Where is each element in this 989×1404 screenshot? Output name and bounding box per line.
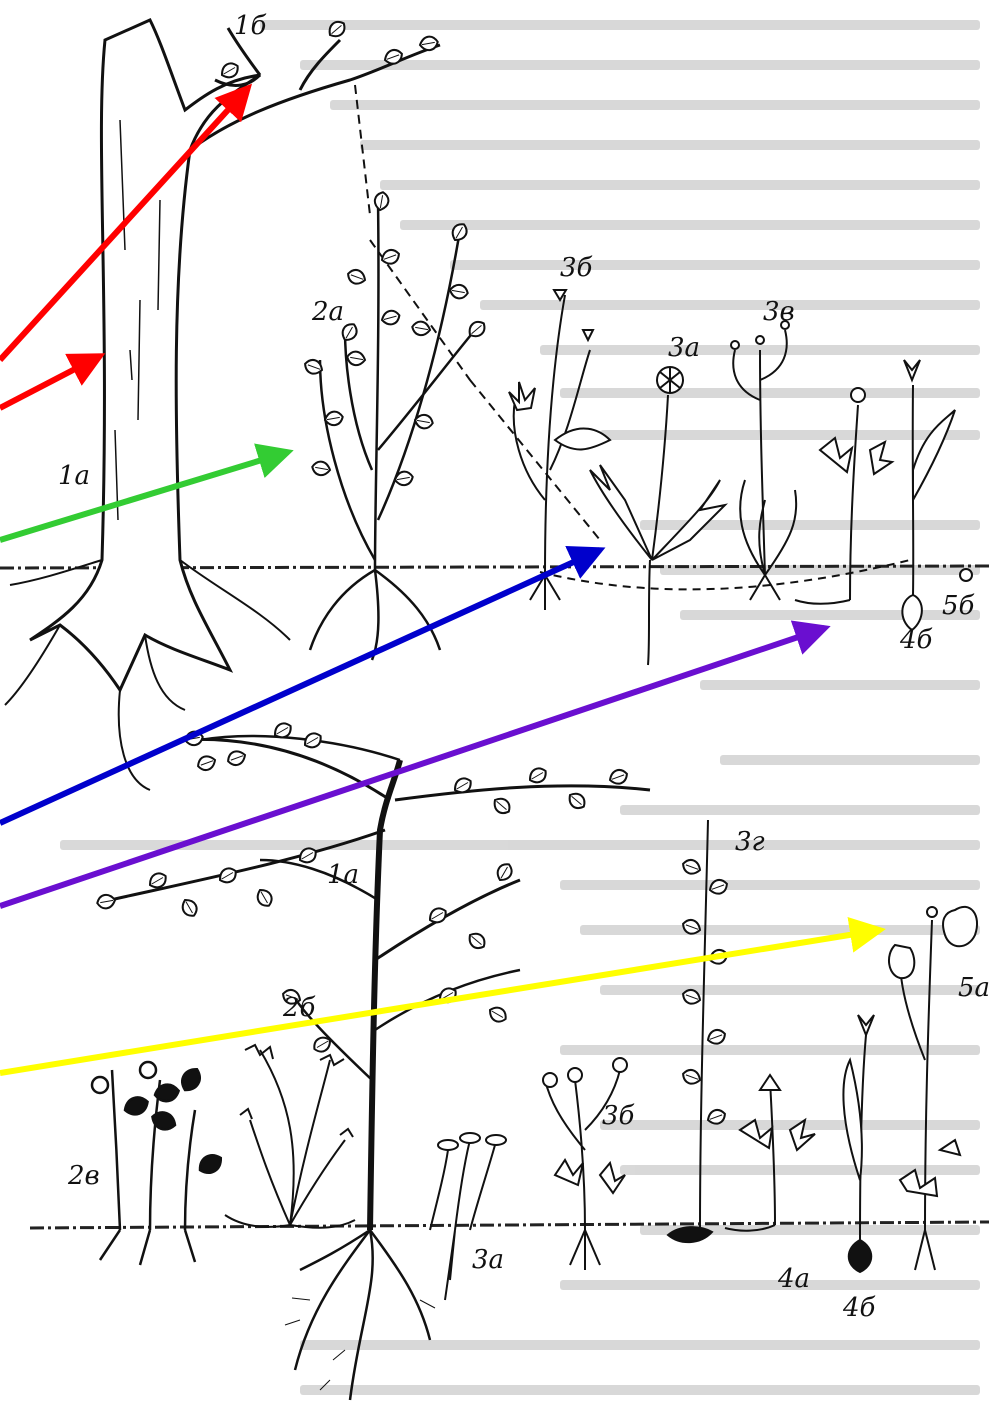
herb-5b-bulb-top: [902, 360, 972, 630]
label-2a-top: 2а: [311, 297, 344, 327]
label-4b-bottom: 4б: [842, 1293, 876, 1323]
herb-3a-dandelion-top: [590, 367, 725, 665]
shrub-2v: [92, 1062, 225, 1265]
label-4b-top: 4б: [899, 625, 933, 655]
label-2b-bottom: 2б: [282, 993, 316, 1023]
tree-crown-1b: [190, 18, 440, 150]
label-3b-bottom: 3б: [602, 1101, 635, 1131]
shrub-2b: [225, 1045, 355, 1228]
tree-1a: [5, 20, 290, 790]
background-text-ghost: [60, 20, 980, 1395]
herb-3b-top: [509, 290, 610, 610]
herb-5a-poppy: [889, 907, 977, 1270]
herb-3b-bottom: [543, 1058, 627, 1270]
label-1a-top: 1а: [58, 461, 90, 491]
label-3a-bottom: 3а: [472, 1245, 504, 1275]
label-1a-bottom: 1а: [327, 860, 359, 890]
red-arrow-to-1a: [0, 356, 100, 408]
label-5a-bottom: 5а: [958, 973, 989, 1003]
label-3b-top: 3б: [560, 253, 593, 283]
tree-1a-bottom: [96, 720, 650, 1400]
label-3v-top: 3в: [763, 297, 795, 327]
label-3g-bottom: 3г: [735, 827, 765, 857]
label-1b-top: 1б: [234, 11, 267, 41]
label-3a-top: 3а: [668, 333, 700, 363]
herb-4a-bottom: [725, 1075, 815, 1231]
label-2v-bottom: 2в: [67, 1161, 100, 1191]
label-4a-bottom: 4а: [777, 1264, 810, 1294]
label-5b-top: 5б: [942, 591, 975, 621]
herb-3v-top: [731, 321, 796, 600]
